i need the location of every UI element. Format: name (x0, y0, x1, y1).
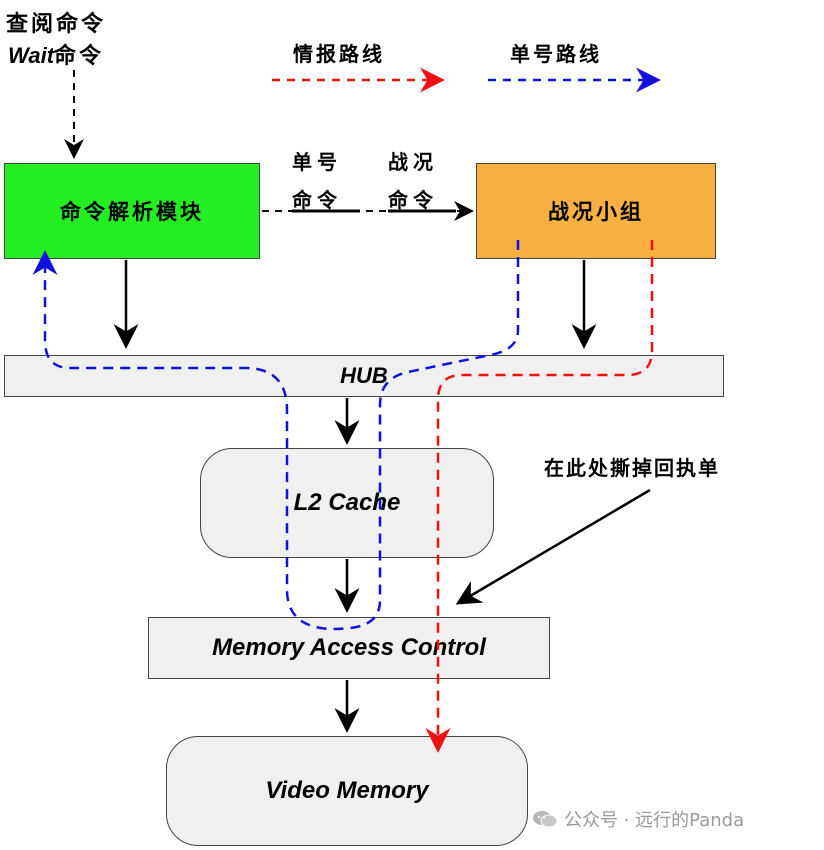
memory-access-control-label: Memory Access Control (212, 634, 486, 661)
hub-box: HUB (4, 355, 724, 397)
battle-group-box: 战况小组 (476, 163, 716, 259)
l2-cache-label: L2 Cache (293, 489, 401, 516)
memory-access-control-box: Memory Access Control (148, 617, 550, 679)
watermark-text: 公众号 · 远行的Panda (564, 810, 745, 831)
wait-command-label: Wait命令 (8, 38, 104, 70)
legend-single-label: 单号路线 (510, 42, 602, 66)
query-command-label: 查阅命令 (6, 12, 107, 37)
l2-cache-box: L2 Cache (200, 448, 494, 558)
tear-receipt-note: 在此处撕掉回执单 (544, 456, 720, 480)
wechat-icon (532, 809, 558, 829)
command-parser-label: 命令解析模块 (60, 200, 204, 224)
legend-intel-label: 情报路线 (293, 42, 385, 66)
wait-suffix: 命令 (54, 44, 105, 69)
hub-label: HUB (340, 363, 388, 388)
single-command-label-top: 单号 (292, 150, 342, 174)
wait-word: Wait (8, 43, 55, 68)
battle-group-label: 战况小组 (548, 200, 644, 224)
battle-command-label-top: 战况 (388, 150, 438, 174)
single-route (32, 240, 520, 631)
watermark: 公众号 · 远行的Panda (532, 806, 744, 832)
single-command-label-bottom: 命令 (292, 188, 342, 212)
battle-command-label-bottom: 命令 (388, 188, 438, 212)
video-memory-box: Video Memory (166, 736, 528, 846)
video-memory-label: Video Memory (265, 777, 429, 804)
command-parser-box: 命令解析模块 (4, 163, 260, 259)
